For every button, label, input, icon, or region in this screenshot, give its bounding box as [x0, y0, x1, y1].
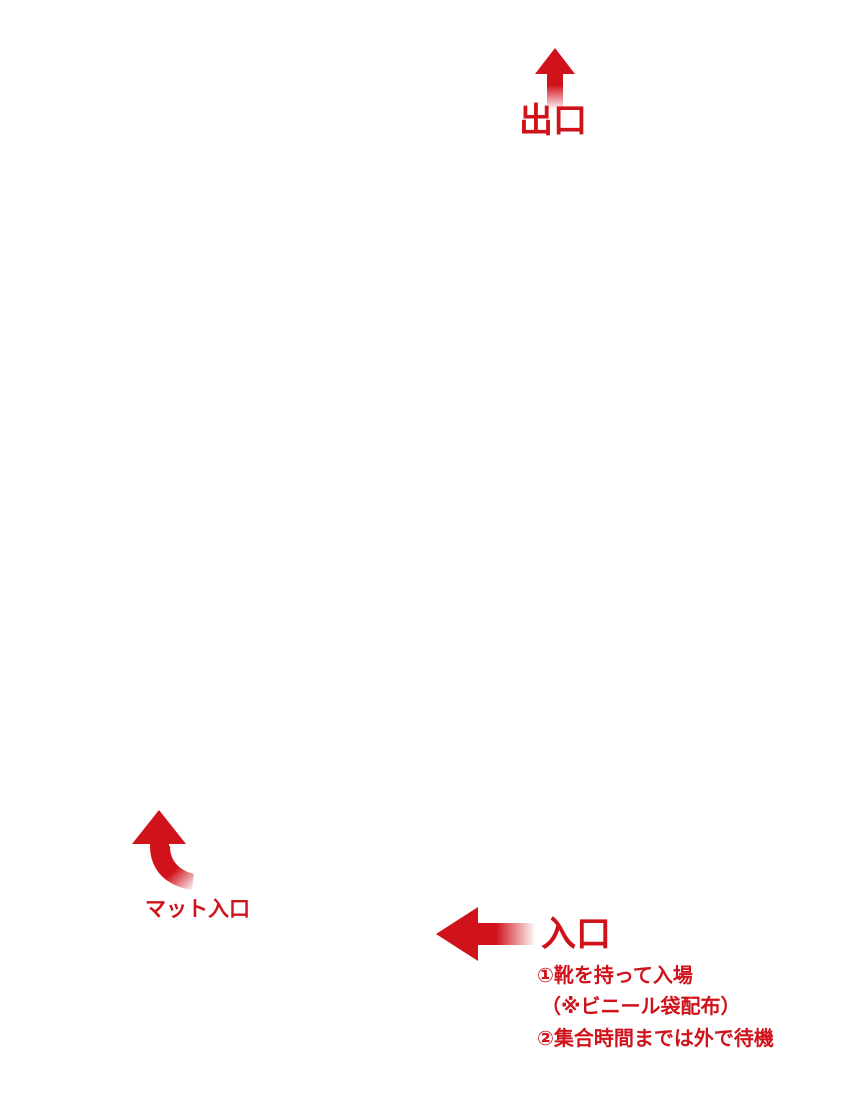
- arrow-up-icon: [535, 48, 575, 110]
- entrance-note: ②集合時間までは外で待機: [537, 1026, 774, 1050]
- mat-entrance-label: マット入口: [145, 897, 250, 921]
- exit-label: 出口: [519, 101, 587, 141]
- curved-arrow-up-icon: [132, 810, 194, 890]
- entrance-note: （※ビニール袋配布）: [541, 994, 741, 1018]
- entrance-label: 入口: [541, 915, 612, 955]
- arrow-left-icon: [436, 907, 536, 961]
- entrance-note: ①靴を持って入場: [537, 963, 693, 987]
